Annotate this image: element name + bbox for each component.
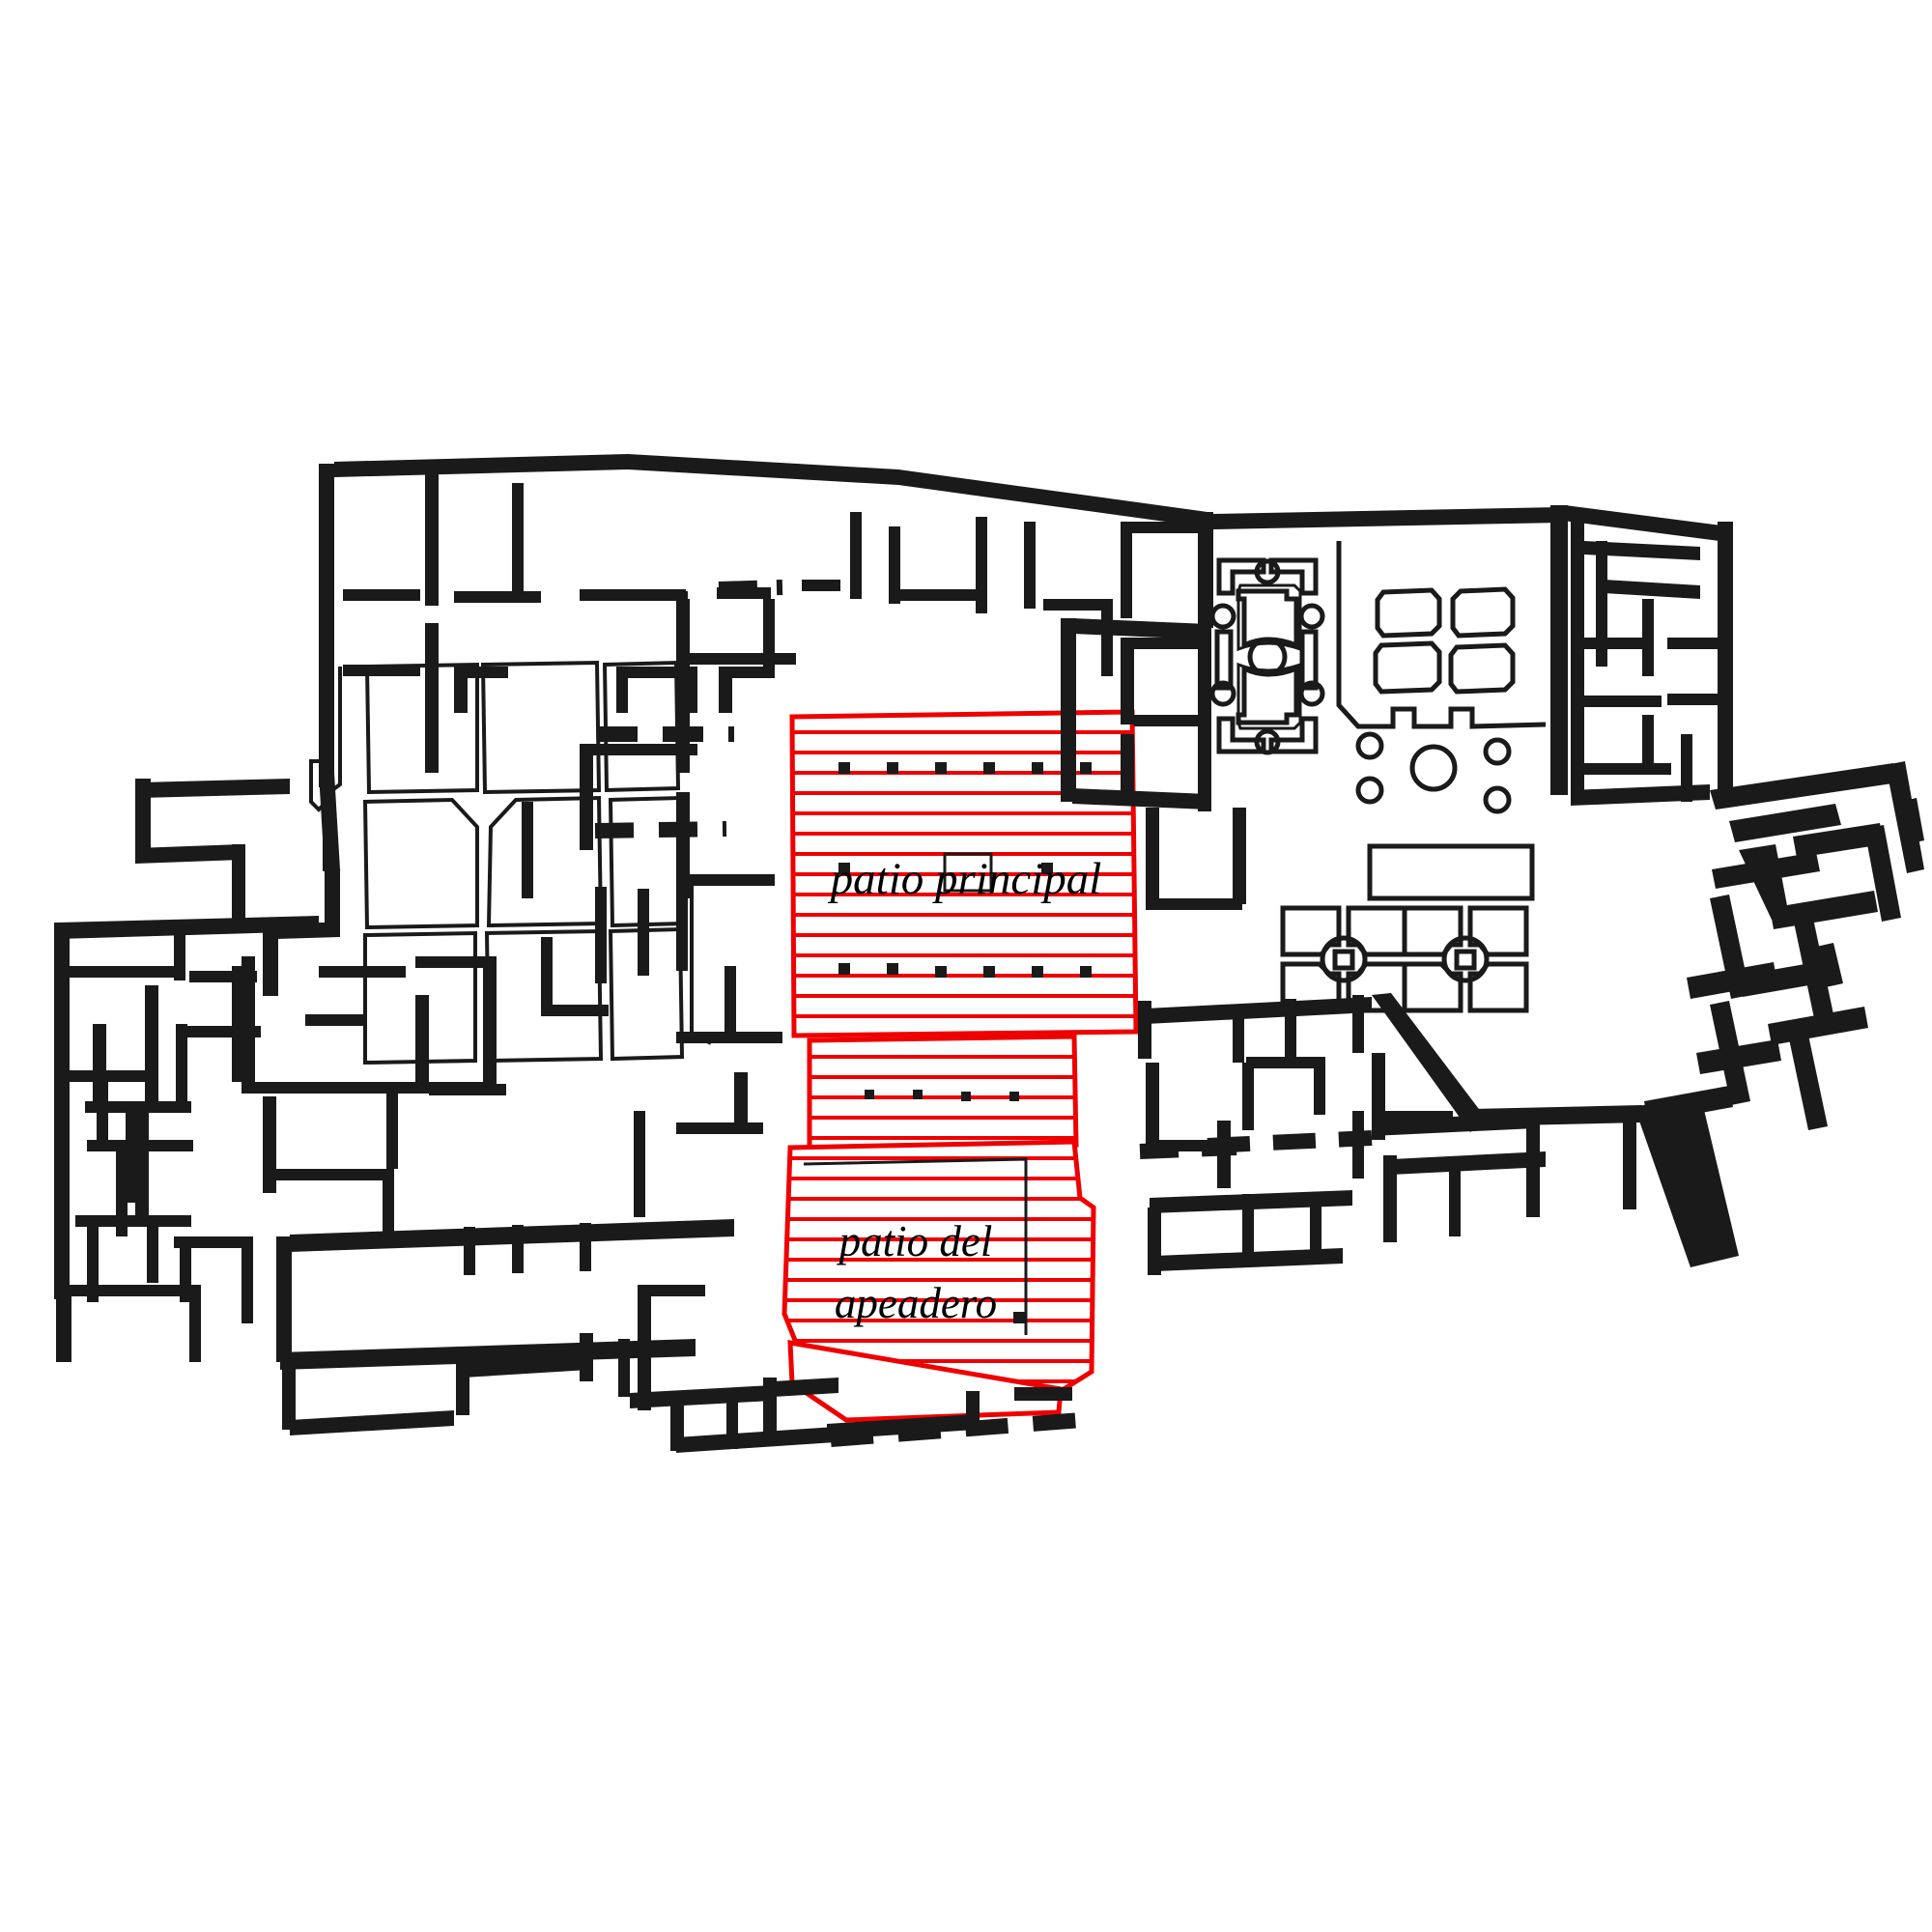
patio-principal-label: patio principal: [828, 854, 1102, 904]
garden-beds-left: [309, 660, 685, 1065]
ornamental-parterre: [1209, 557, 1325, 755]
wall-group-dashed: [594, 580, 1373, 1447]
patio-del-apeadero-area: [781, 1139, 1096, 1404]
parterre-boundary: [1336, 541, 1547, 729]
garden-court-outline: [323, 667, 712, 1045]
quad-garden-east: [1402, 905, 1529, 1013]
parterre-rounded-beds: [1373, 586, 1516, 695]
highlighted-courtyards: [781, 709, 1139, 1423]
patio-principal-inner-marker: [943, 852, 993, 893]
garden-circles: [1355, 731, 1512, 814]
patio-del-apeadero-label-line2: apeadero: [835, 1279, 997, 1327]
patio-column-markers: [838, 762, 1092, 1323]
patio-principal-area: [789, 709, 1139, 1038]
patio-del-apeadero-label-line1: patio del: [837, 1217, 993, 1265]
apeadero-inner-outline: [803, 1157, 1028, 1335]
patio-connector-area: [807, 1034, 1079, 1152]
wall-group-solid: [54, 454, 1924, 1453]
east-rectangular-basin: [1367, 843, 1535, 901]
